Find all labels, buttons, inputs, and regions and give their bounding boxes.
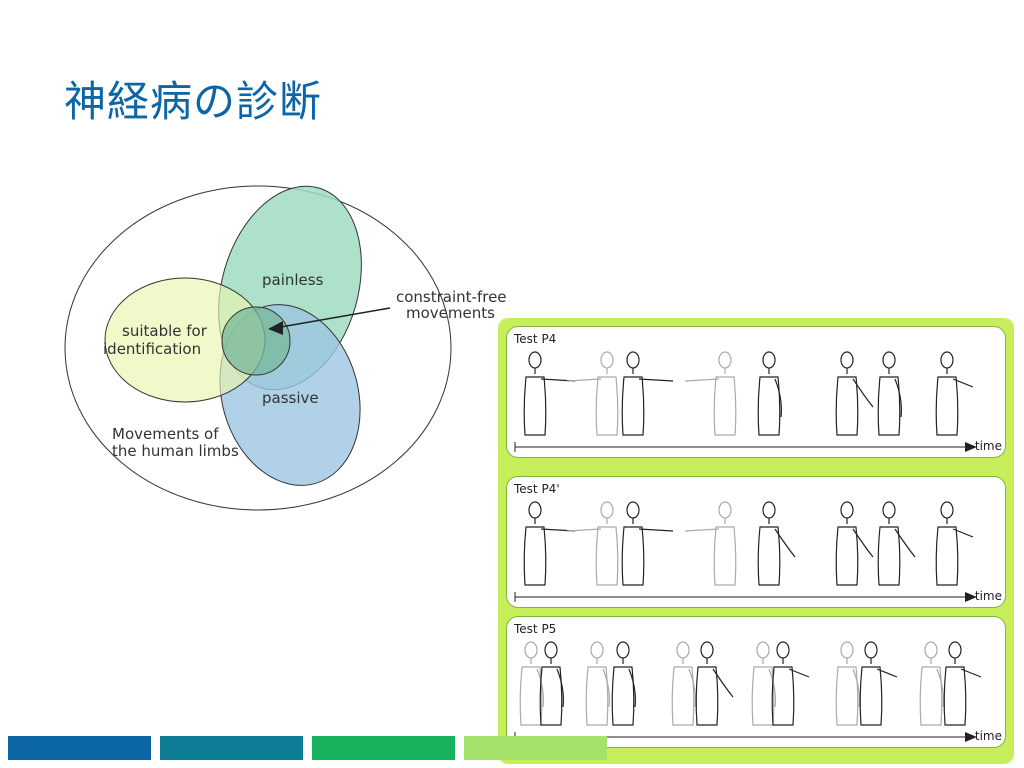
passive-label: passive — [262, 389, 319, 407]
time-axis-arrowhead — [965, 592, 977, 602]
ghost-figure — [566, 351, 619, 436]
ghost-figure — [835, 641, 860, 726]
ghost-figure — [585, 641, 610, 726]
person-figure — [877, 351, 902, 436]
person-figure — [757, 351, 782, 436]
person-figure — [621, 351, 674, 436]
person-figure — [523, 501, 576, 586]
person-figure — [539, 641, 564, 726]
person-figure — [757, 501, 796, 586]
callout-arrow — [274, 307, 391, 329]
person-figure — [835, 351, 874, 436]
painless-label: painless — [262, 271, 324, 289]
footer-bar — [8, 736, 151, 760]
person-figure — [835, 501, 874, 586]
person-figure — [523, 351, 576, 436]
ghost-figure — [566, 501, 619, 586]
callout-label-line1: constraint-free — [396, 288, 507, 306]
person-figure — [943, 641, 982, 726]
ghost-figure — [919, 641, 944, 726]
footer-bar — [160, 736, 303, 760]
figure-sequence — [514, 641, 982, 742]
motion-test-panel: Test P4 time Test P4' time Test P5 time — [498, 318, 1014, 764]
outer-label-line1: Movements of — [112, 425, 219, 443]
footer-bar — [312, 736, 455, 760]
time-axis-arrowhead — [965, 442, 977, 452]
outer-ellipse — [64, 185, 452, 511]
slide-title: 神経病の診断 — [64, 77, 323, 126]
time-axis-arrowhead — [965, 732, 977, 742]
ghost-figure — [684, 501, 737, 586]
outer-label-line2: the human limbs — [112, 442, 239, 460]
figure-sequence — [514, 501, 977, 602]
person-figure — [771, 641, 810, 726]
test-strip-p4: Test P4 time — [506, 326, 1006, 458]
person-figure — [935, 501, 974, 586]
footer-bar — [464, 736, 607, 760]
test-label: Test P5 — [514, 622, 557, 636]
person-figure — [611, 641, 636, 726]
ghost-figure — [684, 351, 737, 436]
time-label: time — [974, 439, 1002, 453]
test-label: Test P4 — [514, 332, 557, 346]
person-figure — [877, 501, 916, 586]
person-figure — [621, 501, 674, 586]
person-figure — [935, 351, 974, 436]
callout-arrowhead — [268, 321, 283, 335]
person-figure — [859, 641, 898, 726]
time-label: time — [974, 589, 1002, 603]
person-figure — [695, 641, 734, 726]
venn-diagram: painless suitable for identification pas… — [64, 185, 507, 511]
identification-label-line2: identification — [103, 340, 201, 358]
overlap-region — [221, 306, 291, 376]
identification-label-line1: suitable for — [122, 322, 208, 340]
figure-sequence — [514, 351, 977, 452]
callout-label-line2: movements — [406, 304, 495, 322]
test-strip-p5: Test P5 time — [506, 616, 1006, 748]
test-label: Test P4' — [514, 482, 560, 496]
test-strip-p4-prime: Test P4' time — [506, 476, 1006, 608]
time-label: time — [974, 729, 1002, 743]
ghost-figure — [671, 641, 696, 726]
